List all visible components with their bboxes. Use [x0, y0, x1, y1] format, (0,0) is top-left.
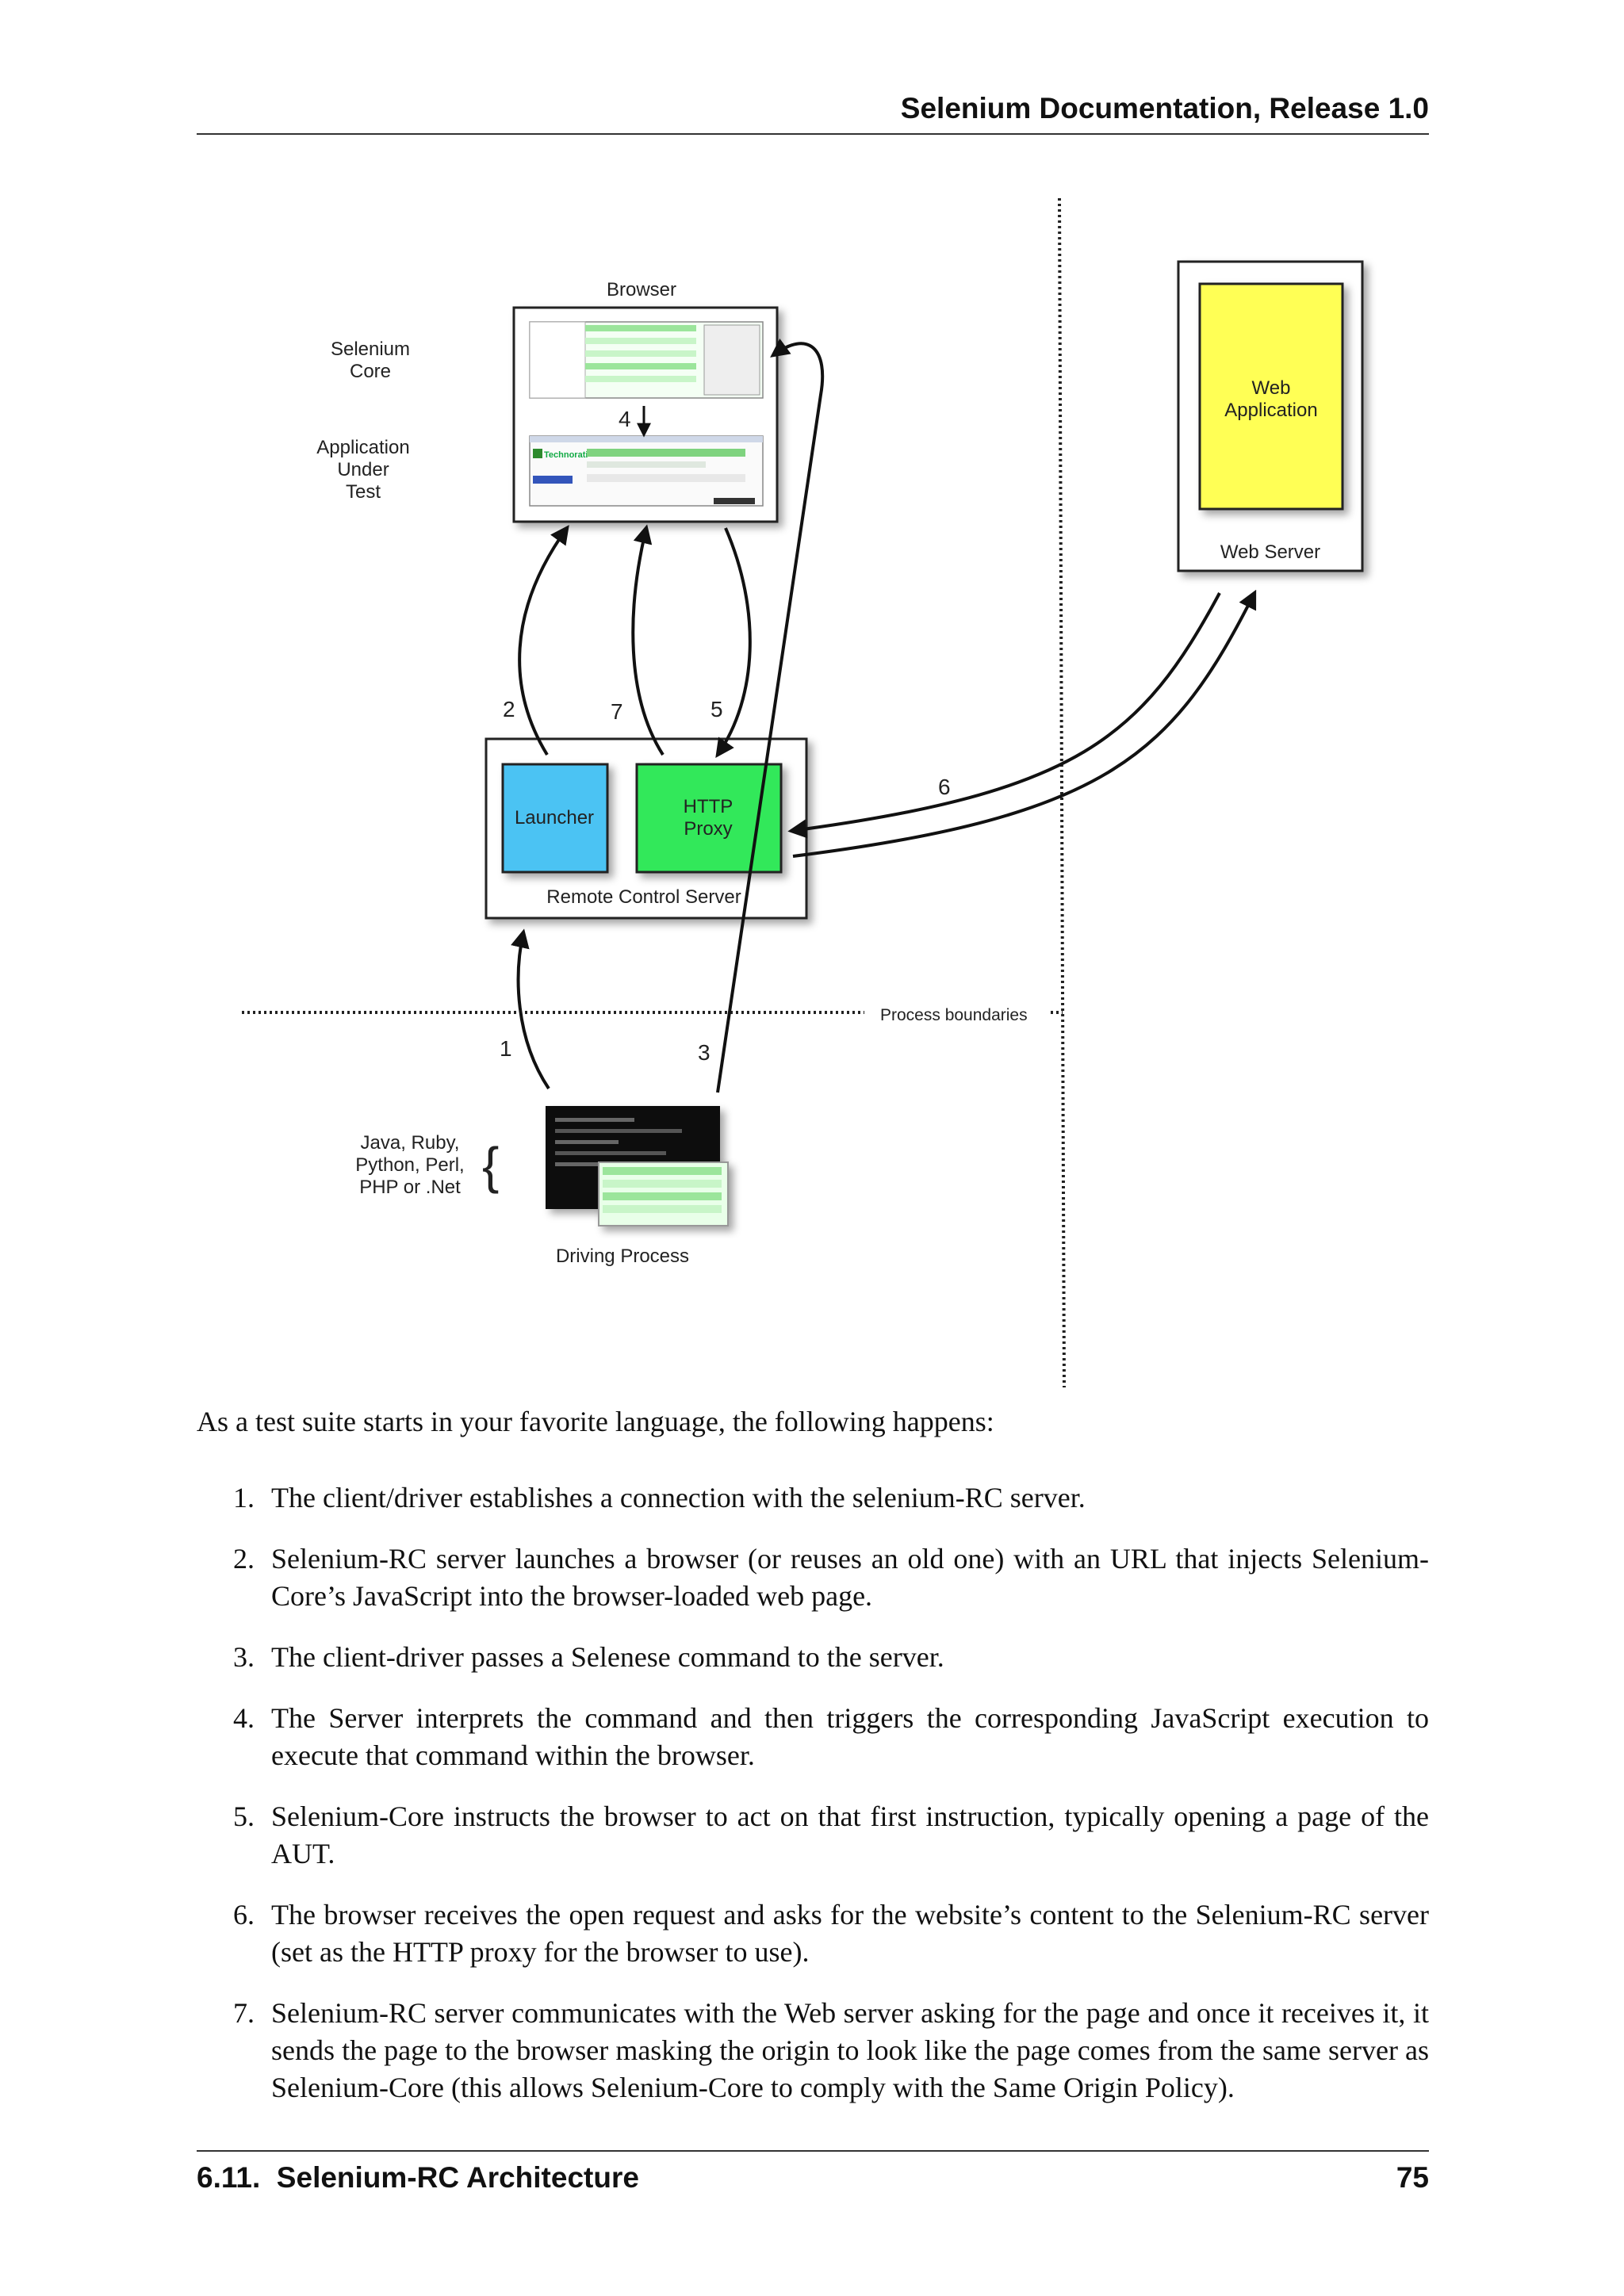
list-item-number: 2.	[233, 1543, 255, 1575]
web-server-box	[1177, 260, 1364, 572]
step-5-label: 5	[710, 697, 723, 721]
list-item-text: Selenium-Core instructs the browser to a…	[271, 1800, 1429, 1869]
languages-label-line2: Python, Perl,	[355, 1154, 464, 1176]
list-item-number: 7.	[233, 1997, 255, 2029]
list-item: 6. The browser receives the open request …	[197, 1896, 1429, 1971]
aut-label-line3: Test	[346, 481, 381, 503]
page-number: 75	[1396, 2161, 1429, 2194]
step-1-label: 1	[500, 1036, 512, 1061]
list-item-text: The Server interprets the command and th…	[271, 1702, 1429, 1771]
list-item: 1. The client/driver establishes a connec…	[197, 1479, 1429, 1517]
web-application-label-line2: Application	[1224, 400, 1317, 421]
list-item: 2. Selenium-RC server launches a browser …	[197, 1540, 1429, 1615]
steps-list: 1. The client/driver establishes a connec…	[197, 1479, 1429, 2130]
step-6-arrow-response	[792, 589, 1257, 858]
languages-label-line1: Java, Ruby,	[361, 1132, 460, 1154]
browser-label: Browser	[607, 279, 676, 300]
list-item: 7. Selenium-RC server communicates with t…	[197, 1995, 1429, 2107]
languages-label-line3: PHP or .Net	[359, 1177, 461, 1198]
page-header: Selenium Documentation, Release 1.0	[197, 89, 1429, 135]
list-item-text: The client-driver passes a Selenese comm…	[271, 1641, 944, 1673]
running-header-title: Selenium Documentation, Release 1.0	[900, 92, 1429, 124]
list-item-number: 5.	[233, 1800, 255, 1832]
launcher-box	[501, 763, 609, 874]
step-4-label: 4	[619, 407, 631, 431]
list-item-text: The client/driver establishes a connecti…	[271, 1482, 1086, 1513]
step-1-arrow	[511, 928, 550, 1090]
step-7-arrow	[631, 524, 665, 756]
step-6-label: 6	[938, 775, 951, 799]
list-item-text: Selenium-RC server communicates with the…	[271, 1997, 1429, 2103]
selenium-core-label-line1: Selenium	[331, 339, 410, 360]
aut-logo-text: Technorati	[544, 450, 588, 460]
driving-process-label: Driving Process	[556, 1246, 689, 1267]
aut-label-line2: Under	[337, 459, 389, 480]
list-item: 4. The Server interprets the command and …	[197, 1700, 1429, 1774]
step-5-arrow	[715, 527, 752, 758]
step-2-arrow	[518, 525, 569, 756]
list-item-text: Selenium-RC server launches a browser (o…	[271, 1543, 1429, 1612]
rc-server-label: Remote Control Server	[546, 886, 741, 908]
web-application-label-line1: Web	[1252, 377, 1291, 399]
list-item-text: The browser receives the open request an…	[271, 1899, 1429, 1968]
step-3-arrow	[716, 338, 825, 1093]
list-item: 3. The client-driver passes a Selenese co…	[197, 1639, 1429, 1676]
list-item: 5. Selenium-Core instructs the browser to…	[197, 1798, 1429, 1873]
list-item-number: 3.	[233, 1641, 255, 1673]
web-application-box	[1198, 282, 1344, 511]
aut-screenshot: Technorati	[529, 435, 764, 507]
page-footer: 6.11. Selenium-RC Architecture 75	[197, 2150, 1429, 2194]
aut-label-line1: Application	[316, 437, 409, 458]
selenium-core-label-line2: Core	[350, 361, 391, 382]
step-7-label: 7	[611, 699, 623, 724]
selenium-core-screenshot	[529, 321, 764, 399]
step-6-arrow-request	[787, 592, 1221, 839]
http-proxy-label-line1: HTTP	[684, 796, 733, 817]
step-2-label: 2	[503, 697, 515, 721]
process-boundaries-label: Process boundaries	[880, 1006, 1028, 1024]
intro-paragraph: As a test suite starts in your favorite …	[197, 1406, 994, 1437]
web-server-label: Web Server	[1220, 541, 1320, 563]
list-item-number: 4.	[233, 1702, 255, 1734]
architecture-diagram: Process boundaries Browser Technorati	[242, 197, 1364, 1387]
list-item-number: 1.	[233, 1482, 255, 1513]
footer-section-title: 6.11. Selenium-RC Architecture	[197, 2161, 639, 2194]
vertical-process-boundary	[1058, 197, 1066, 1387]
http-proxy-label-line2: Proxy	[684, 818, 732, 840]
step-3-label: 3	[698, 1040, 710, 1065]
list-item-number: 6.	[233, 1899, 255, 1931]
brace-icon: {	[482, 1137, 499, 1194]
browser-box: Technorati	[512, 306, 779, 523]
driving-process-screenshot	[546, 1106, 729, 1226]
launcher-label: Launcher	[515, 807, 594, 828]
